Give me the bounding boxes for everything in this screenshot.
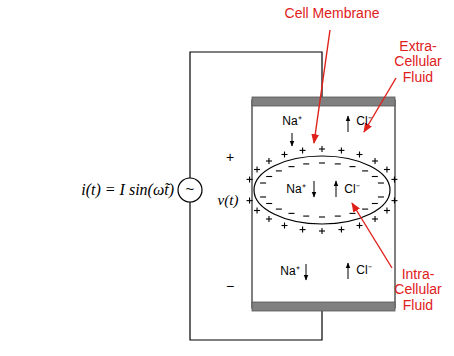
callout-label: Intra-Cellular Fluid	[385, 267, 451, 313]
voltage-label: v(t)	[218, 192, 239, 209]
ion-arrows	[292, 116, 348, 280]
source-expression: i(t) = I sin(ωt̃)	[81, 181, 174, 199]
cell-chamber	[252, 100, 395, 308]
polarity-sign: +	[226, 150, 234, 165]
ion-label: Na⁺	[282, 115, 301, 128]
bottom-electrode	[252, 302, 395, 311]
cell-membrane-outline	[254, 156, 390, 224]
callout-label: Cell Membrane	[285, 6, 380, 21]
ion-label: Na⁺	[280, 265, 299, 278]
ion-label: Cl⁻	[344, 183, 359, 196]
ion-label: Cl⁻	[356, 115, 371, 128]
membrane-charges	[247, 146, 398, 234]
ion-label: Cl⁻	[356, 264, 371, 277]
current-source	[178, 178, 202, 202]
callout-label: Extra-Cellular Fluid	[385, 39, 451, 85]
ion-label: Na⁺	[286, 183, 305, 196]
source-symbol: ~	[186, 181, 195, 198]
top-electrode	[252, 97, 395, 106]
polarity-sign: −	[226, 279, 234, 294]
leader-arrows	[314, 30, 396, 268]
